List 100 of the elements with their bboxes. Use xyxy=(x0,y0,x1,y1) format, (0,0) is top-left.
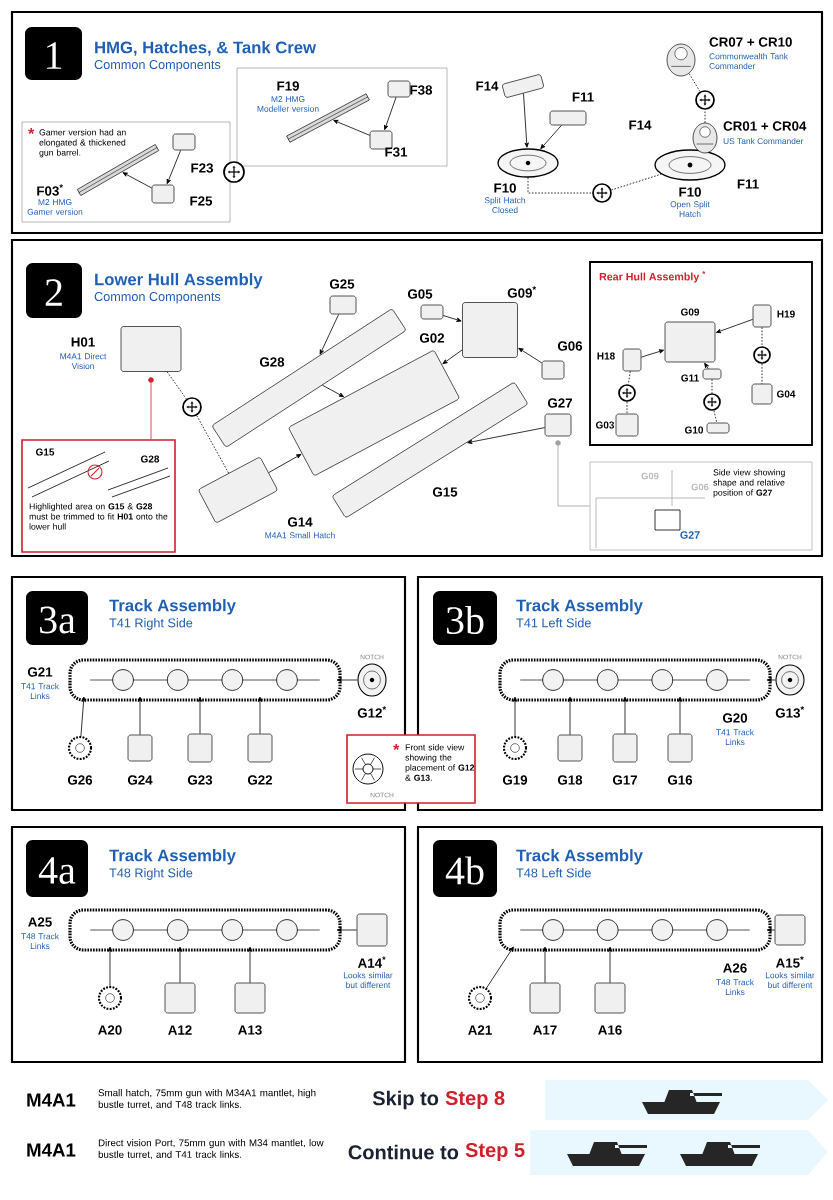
panel-subtitle: T48 Left Side xyxy=(516,868,591,878)
step-reference: Step 5 xyxy=(465,1142,525,1162)
instruction-text: Continue to xyxy=(348,1144,459,1160)
part-label: G12$^{*}$ xyxy=(357,706,387,718)
part-label: G20 xyxy=(722,713,748,723)
dotted-line xyxy=(761,326,763,347)
part-caption: US Tank Commander xyxy=(723,137,804,145)
arrow xyxy=(333,119,371,136)
arrow xyxy=(80,696,86,737)
arrow xyxy=(166,149,182,185)
part-caption: M4A1 Direct Vision xyxy=(60,353,107,369)
arrow xyxy=(177,946,183,984)
arrow xyxy=(640,349,665,358)
part-label: A25 xyxy=(28,917,52,927)
panel-subtitle: Common Components xyxy=(94,60,221,72)
part-label: G05 xyxy=(407,289,433,299)
swap-icon xyxy=(618,384,636,402)
part-label: A21 xyxy=(468,1025,492,1035)
part-label: G19 xyxy=(502,775,528,785)
arrow xyxy=(766,677,776,683)
part-caption: M4A1 Small Hatch xyxy=(265,532,335,539)
part-label: G13$^{*}$ xyxy=(775,706,805,718)
step-number-badge: 4a xyxy=(26,840,88,897)
swap-icon xyxy=(592,183,612,203)
part-label: G06 xyxy=(557,341,583,351)
arrow xyxy=(442,315,462,322)
panel-title: Lower Hull Assembly xyxy=(95,273,263,289)
step-number-badge: 1 xyxy=(25,27,82,80)
panel-subtitle: T48 Right Side xyxy=(109,868,193,880)
panel-title: Track Assembly xyxy=(109,849,236,865)
part-label: G03 xyxy=(595,421,615,429)
step-number-badge: 2 xyxy=(26,263,82,318)
dotted-line xyxy=(713,410,718,424)
part-label: A13 xyxy=(238,1025,262,1035)
part-label: A16 xyxy=(598,1025,622,1035)
panel-subtitle: T41 Left Side xyxy=(516,618,591,628)
instruction-text: Skip to xyxy=(372,1090,439,1110)
panel-title: HMG, Hatches, & Tank Crew xyxy=(95,41,317,56)
part-caption: M2 HMG Modeller version xyxy=(257,96,319,112)
part-label: G26 xyxy=(67,775,93,785)
panel-subtitle: T41 Right Side xyxy=(109,618,193,630)
part-label: G06 xyxy=(691,483,709,491)
inset-title: Rear Hull Assembly $^{*}$ xyxy=(599,271,706,283)
part-label: F10 xyxy=(679,187,701,197)
part-label: G16 xyxy=(667,775,693,785)
part-label: G09$^{*}$ xyxy=(507,286,537,298)
arrow xyxy=(715,319,754,334)
part-caption: Commonwealth Tank Commander xyxy=(709,53,788,69)
panel-title: Track Assembly xyxy=(516,599,643,615)
part-label: G22 xyxy=(247,775,273,785)
part-label: G23 xyxy=(187,775,213,785)
arrow xyxy=(766,927,776,933)
arrow xyxy=(542,946,548,984)
part-label: G15 xyxy=(432,487,458,497)
dotted-line xyxy=(166,371,187,400)
arrow xyxy=(322,384,344,398)
part-caption: T41 Track Links xyxy=(716,729,754,745)
part-caption: T48 Track Links xyxy=(21,933,59,949)
variant-description: Direct vision Port, 75mm gun with M34 mantlet, low bustle turret, and T41 track links. xyxy=(98,1139,324,1160)
part-label: G09 xyxy=(680,308,700,316)
arrow xyxy=(567,696,573,736)
part-label: G21 xyxy=(27,667,53,677)
arrow xyxy=(384,96,397,131)
arrow xyxy=(704,362,709,370)
arrow xyxy=(518,347,543,364)
variant-name: M4A1 xyxy=(27,1093,76,1107)
dotted-line xyxy=(711,378,713,394)
part-caption: T48 Track Links xyxy=(716,979,754,995)
part-label: F19 xyxy=(277,81,299,91)
swap-icon xyxy=(223,161,245,183)
part-label: A26 xyxy=(723,963,747,973)
part-label: CR07 + CR10 xyxy=(709,37,792,47)
variant-name: M4A1 xyxy=(27,1143,76,1157)
arrow xyxy=(467,427,546,444)
arrow xyxy=(540,124,562,150)
dotted-line xyxy=(527,177,593,194)
part-label: G02 xyxy=(419,333,445,343)
arrow xyxy=(486,946,514,989)
part-label: G24 xyxy=(127,775,153,785)
part-caption: Looks similar but different xyxy=(343,972,393,988)
step-number-badge: 3b xyxy=(433,591,497,645)
part-caption: Open Split Hatch xyxy=(670,201,710,217)
arrow xyxy=(442,349,463,365)
arrow xyxy=(137,696,143,736)
dotted-line xyxy=(626,401,628,415)
part-label: G27 xyxy=(547,398,573,408)
part-label: H18 xyxy=(597,352,615,360)
part-label: CR01 + CR04 xyxy=(723,121,807,131)
arrow xyxy=(319,313,340,355)
part-label: F14 xyxy=(476,81,499,91)
part-label: A17 xyxy=(533,1025,557,1035)
arrow xyxy=(107,946,113,987)
part-label: F25 xyxy=(190,196,213,206)
dotted-line xyxy=(196,415,230,474)
panel-subtitle: Common Components xyxy=(94,292,221,304)
part-label: H19 xyxy=(777,310,795,318)
dotted-line xyxy=(611,173,662,191)
part-label: G15 xyxy=(35,448,55,456)
part-label: A14$^{*}$ xyxy=(357,956,386,968)
part-label: F03$^{*}$ xyxy=(37,184,63,196)
